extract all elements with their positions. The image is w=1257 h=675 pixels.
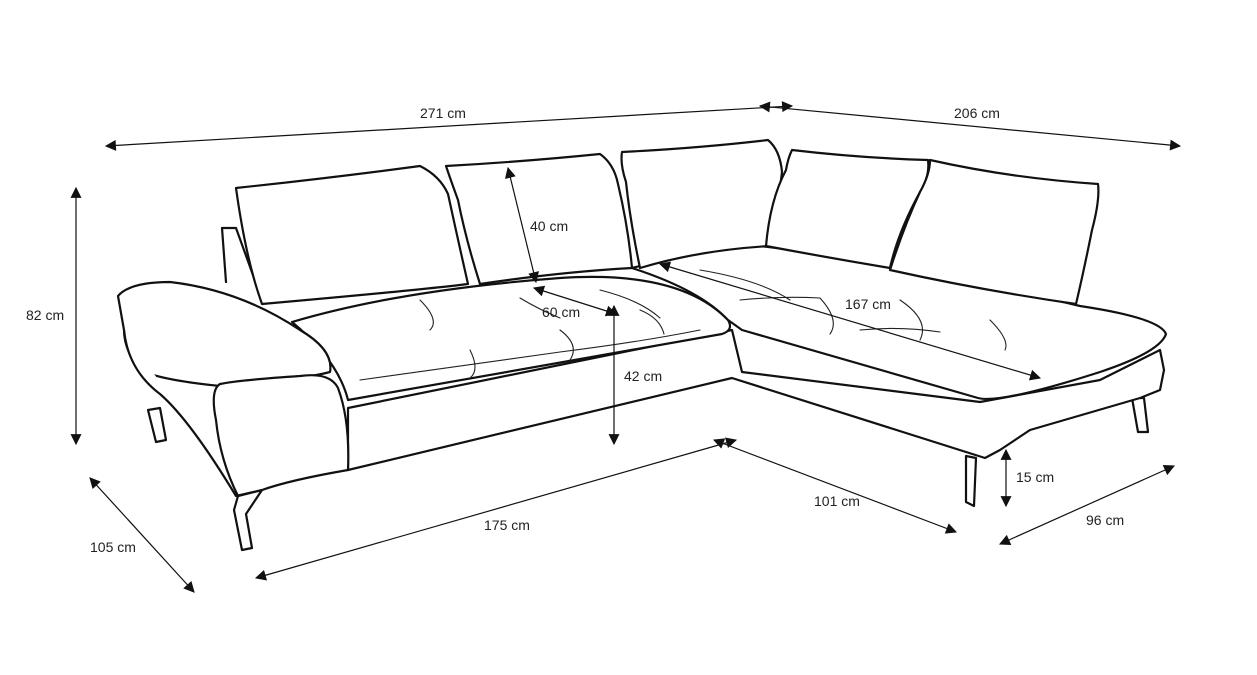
label-seat-height: 42 cm bbox=[624, 368, 662, 384]
label-front-length: 175 cm bbox=[484, 517, 530, 533]
label-leg-height: 15 cm bbox=[1016, 469, 1054, 485]
sofa-leg-left-back bbox=[146, 406, 168, 444]
sofa-base-front bbox=[346, 328, 1166, 472]
back-cushion-2 bbox=[444, 152, 634, 286]
dim-line-chaise-length bbox=[758, 101, 1182, 151]
dim-line-seat-depth bbox=[532, 285, 618, 317]
label-chaise-depth: 96 cm bbox=[1086, 512, 1124, 528]
dim-line-total-length bbox=[104, 101, 794, 151]
dim-line-chaise-seat bbox=[658, 261, 1042, 381]
label-back-cushion: 40 cm bbox=[530, 218, 568, 234]
sofa-leg-right bbox=[1130, 396, 1150, 434]
sofa-outline bbox=[116, 138, 1168, 552]
label-depth: 105 cm bbox=[90, 539, 136, 555]
label-chaise-seat: 167 cm bbox=[845, 296, 891, 312]
label-chaise-front: 101 cm bbox=[814, 493, 860, 509]
label-chaise-length: 206 cm bbox=[954, 105, 1000, 121]
sofa-leg-middle bbox=[964, 454, 978, 508]
sofa-leg-left-front bbox=[232, 488, 264, 552]
dim-line-chaise-front bbox=[712, 438, 958, 534]
dim-line-back-cushion bbox=[505, 166, 539, 284]
dim-line-front-length bbox=[254, 437, 738, 581]
dim-line-chaise-depth bbox=[998, 465, 1176, 545]
back-cushion-1 bbox=[234, 164, 470, 306]
label-total-length: 271 cm bbox=[420, 105, 466, 121]
dimension-labels: 271 cm 206 cm 82 cm 40 cm 60 cm 42 cm 16… bbox=[26, 105, 1124, 555]
label-height: 82 cm bbox=[26, 307, 64, 323]
label-seat-depth: 60 cm bbox=[542, 304, 580, 320]
dim-line-depth bbox=[89, 477, 195, 593]
dimension-lines bbox=[70, 101, 1182, 593]
